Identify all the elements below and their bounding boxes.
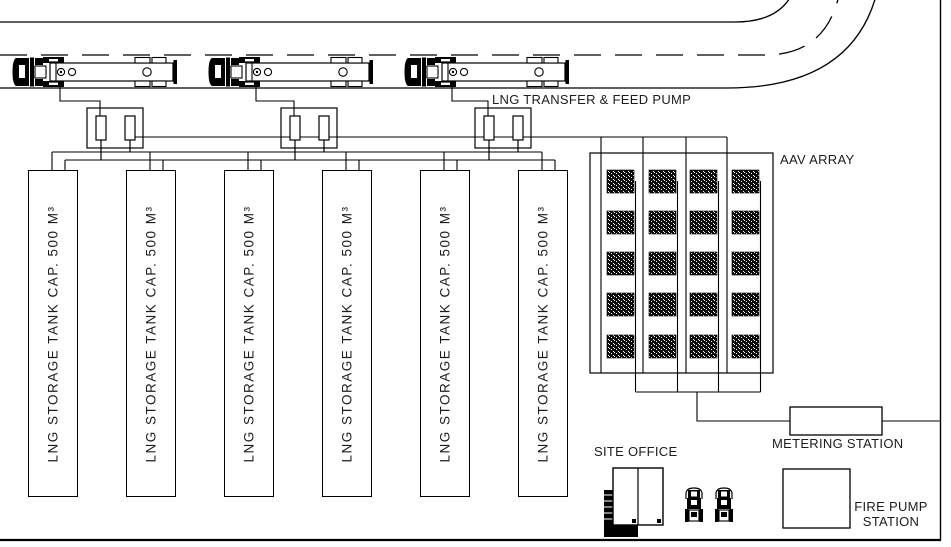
pump [483, 115, 495, 141]
parked-vehicles [685, 487, 733, 522]
trailer-rear-bumper [369, 60, 373, 84]
trailer-rear-bumper [565, 60, 569, 84]
lng-storage-tank-2: LNG STORAGE TANK CAP. 500 M³ [126, 170, 176, 497]
tanker-trailer [49, 62, 174, 82]
road-centerline [0, 0, 839, 56]
tanker-trailer [441, 62, 566, 82]
truck2-unloading-line [255, 86, 295, 116]
lng-tanker-truck-2 [208, 56, 373, 88]
lng-storage-tank-5: LNG STORAGE TANK CAP. 500 M³ [420, 170, 470, 497]
tank-stubs-b [64, 160, 556, 170]
parked-vehicle-2 [715, 487, 733, 522]
lng-storage-tank-4: LNG STORAGE TANK CAP. 500 M³ [322, 170, 372, 497]
fire-pump-station-label: FIRE PUMP STATION [850, 499, 932, 530]
pump [124, 115, 136, 141]
site-office-building [604, 467, 664, 537]
lng-storage-tank-6: LNG STORAGE TANK CAP. 500 M³ [518, 170, 568, 497]
lng-storage-tank-1: LNG STORAGE TANK CAP. 500 M³ [28, 170, 78, 497]
tank-label: LNG STORAGE TANK CAP. 500 M³ [535, 204, 551, 463]
fire-pump-station-box [782, 468, 851, 529]
truck3-unloading-line [451, 86, 489, 116]
aav-supply-laterals [600, 137, 728, 373]
parked-vehicle-1 [685, 487, 703, 522]
pump-skid-box [280, 107, 338, 149]
tank-label: LNG STORAGE TANK CAP. 500 M³ [143, 204, 159, 463]
aav-array-boundary [589, 152, 774, 374]
tanker-trailer [245, 62, 370, 82]
pump-skid-1 [86, 107, 144, 160]
tank-stubs-a [51, 152, 543, 170]
aav-return-risers [634, 181, 762, 392]
lng-tanker-truck-1 [12, 56, 177, 88]
pump [95, 115, 107, 141]
transfer-pump-label: LNG TRANSFER & FEED PUMP [492, 92, 692, 107]
fire-pump-label-line1: FIRE PUMP [854, 499, 928, 514]
tank-label: LNG STORAGE TANK CAP. 500 M³ [339, 204, 355, 463]
trailer-rear-bumper [173, 60, 177, 84]
lng-storage-tank-3: LNG STORAGE TANK CAP. 500 M³ [224, 170, 274, 497]
fire-pump-label-line2: STATION [862, 513, 920, 529]
metering-connector [696, 392, 940, 422]
tank-label: LNG STORAGE TANK CAP. 500 M³ [437, 204, 453, 463]
metering-station-box [789, 406, 883, 436]
aav-array-label: AAV ARRAY [780, 152, 855, 167]
lng-tanker-truck-3 [404, 56, 569, 88]
tank-label: LNG STORAGE TANK CAP. 500 M³ [45, 204, 61, 463]
aav-units [606, 169, 760, 359]
pump-skid-2 [280, 107, 338, 160]
pump [512, 115, 524, 141]
pump [289, 115, 301, 141]
tank-label: LNG STORAGE TANK CAP. 500 M³ [241, 204, 257, 463]
road [0, 0, 876, 89]
pump-skids [86, 107, 532, 160]
piping [51, 86, 940, 422]
site-office-label: SITE OFFICE [594, 444, 678, 459]
pump-skid-box [86, 107, 144, 149]
pump [318, 115, 330, 141]
metering-station-label: METERING STATION [772, 436, 904, 451]
pump-skid-box [474, 107, 532, 149]
road-edge-top [0, 0, 790, 23]
road-edge-bottom [0, 0, 876, 89]
truck1-unloading-line [59, 86, 101, 116]
aav-array [589, 137, 774, 393]
pump-skid-3 [474, 107, 532, 160]
tanker-trucks [12, 56, 569, 88]
